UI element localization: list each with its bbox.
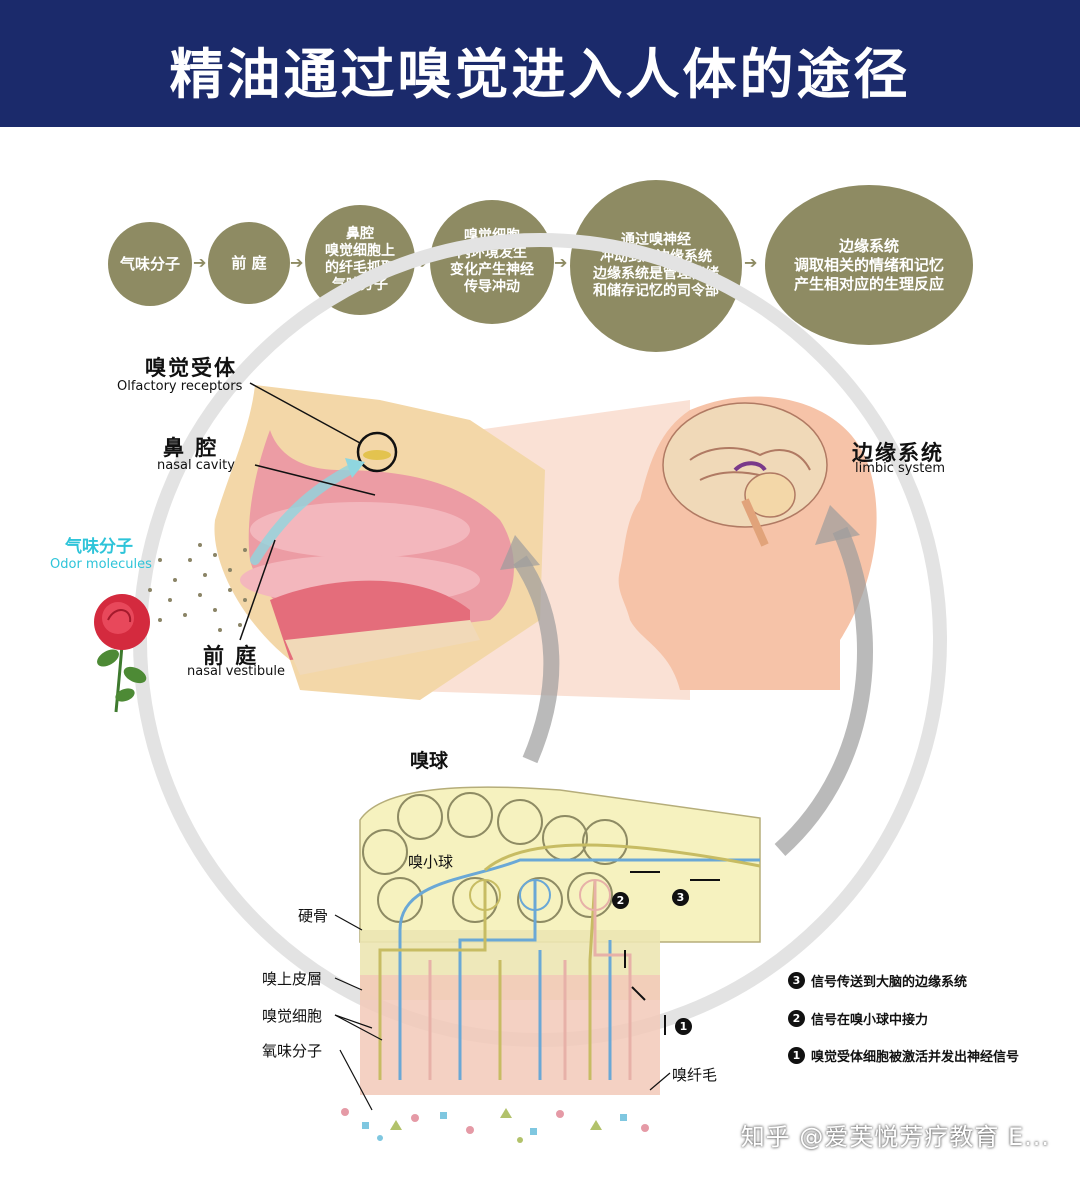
- arrow-right-icon: ➔: [193, 253, 207, 272]
- head-profile: [618, 396, 877, 690]
- label-epithelium: 嗅上皮層: [262, 970, 323, 988]
- label-odor-molecules-en: Odor molecules: [50, 557, 152, 572]
- label-cilia: 嗅纤毛: [672, 1066, 718, 1084]
- legend-item-1: 1 嗅觉受体细胞被激活并发出神经信号: [788, 1046, 1019, 1065]
- label-limbic-zh: 边缘系统: [852, 441, 944, 465]
- label-nasal-cavity-zh: 鼻 腔: [163, 436, 219, 460]
- legend-text-2: 信号在嗅小球中接力: [811, 1013, 929, 1028]
- label-hard-bone: 硬骨: [298, 907, 329, 925]
- odor-molecule-dots: [148, 543, 247, 632]
- label-olfactory-cells: 嗅觉细胞: [262, 1007, 323, 1025]
- nasal-cross-section: [214, 385, 546, 700]
- step-marker-2: 2: [612, 892, 629, 909]
- label-glomerulus: 嗅小球: [408, 853, 454, 871]
- bottom-odor-molecules: [341, 1108, 649, 1143]
- legend-number-3: 3: [788, 972, 805, 989]
- label-olfactory-receptors-en: Olfactory receptors: [117, 379, 243, 394]
- flow-step-vestibule: 前 庭: [208, 222, 290, 304]
- label-nasal-cavity-en: nasal cavity: [157, 458, 235, 473]
- source-watermark: 知乎 @爱芙悦芳疗教育 E...: [740, 1123, 1050, 1151]
- legend-text-3: 信号传送到大脑的边缘系统: [811, 975, 968, 990]
- label-olfactory-bulb: 嗅球: [410, 750, 449, 772]
- page-title: 精油通过嗅觉进入人体的途径: [169, 43, 911, 106]
- legend-item-2: 2 信号在嗅小球中接力: [788, 1009, 928, 1028]
- flow-step-nerve: 通过嗅神经 冲动到达边缘系统 边缘系统是管理情绪 和储存记忆的司令部: [570, 180, 742, 352]
- label-bottom-odor-molecules: 氧味分子: [262, 1042, 323, 1060]
- step-marker-1: 1: [675, 1018, 692, 1035]
- label-odor-molecules-zh: 气味分子: [65, 537, 133, 557]
- flow-step-limbic: 边缘系统 调取相关的情绪和记忆 产生相对应的生理反应: [765, 185, 973, 345]
- label-nasal-vestibule-zh: 前 庭: [203, 644, 259, 668]
- arrow-right-icon: ➔: [744, 253, 758, 272]
- legend-item-3: 3 信号传送到大脑的边缘系统: [788, 971, 967, 990]
- step-marker-3: 3: [672, 889, 689, 906]
- title-banner: 精油通过嗅觉进入人体的途径: [0, 0, 1080, 127]
- arrow-right-icon: ➔: [554, 253, 568, 272]
- rose-icon: [94, 594, 150, 713]
- olfactory-bulb-diagram: [359, 786, 761, 1095]
- legend-number-1: 1: [788, 1047, 805, 1064]
- flow-step-odor: 气味分子: [108, 222, 192, 306]
- label-limbic-en: limbic system: [855, 461, 946, 476]
- arrow-right-icon: ➔: [290, 253, 304, 272]
- flow-step-cells: 嗅觉细胞 内环境发生 变化产生神经 传导冲动: [430, 200, 554, 324]
- label-olfactory-receptors-zh: 嗅觉受体: [145, 356, 237, 380]
- label-nasal-vestibule-en: nasal vestibule: [187, 664, 285, 679]
- legend-number-2: 2: [788, 1010, 805, 1027]
- legend-text-1: 嗅觉受体细胞被激活并发出神经信号: [811, 1050, 1020, 1065]
